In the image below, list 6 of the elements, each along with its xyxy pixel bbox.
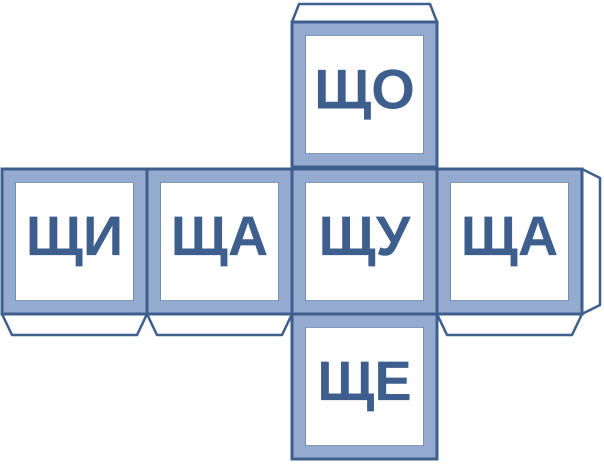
letter-card: ЩА — [146, 168, 294, 336]
letter-card: ЩА — [436, 168, 602, 336]
letter-card: ЩУ — [290, 168, 438, 316]
letter-card: ЩО — [290, 2, 438, 168]
letter-card: ЩИ — [0, 168, 148, 336]
letter-card: ЩЕ — [290, 312, 438, 460]
